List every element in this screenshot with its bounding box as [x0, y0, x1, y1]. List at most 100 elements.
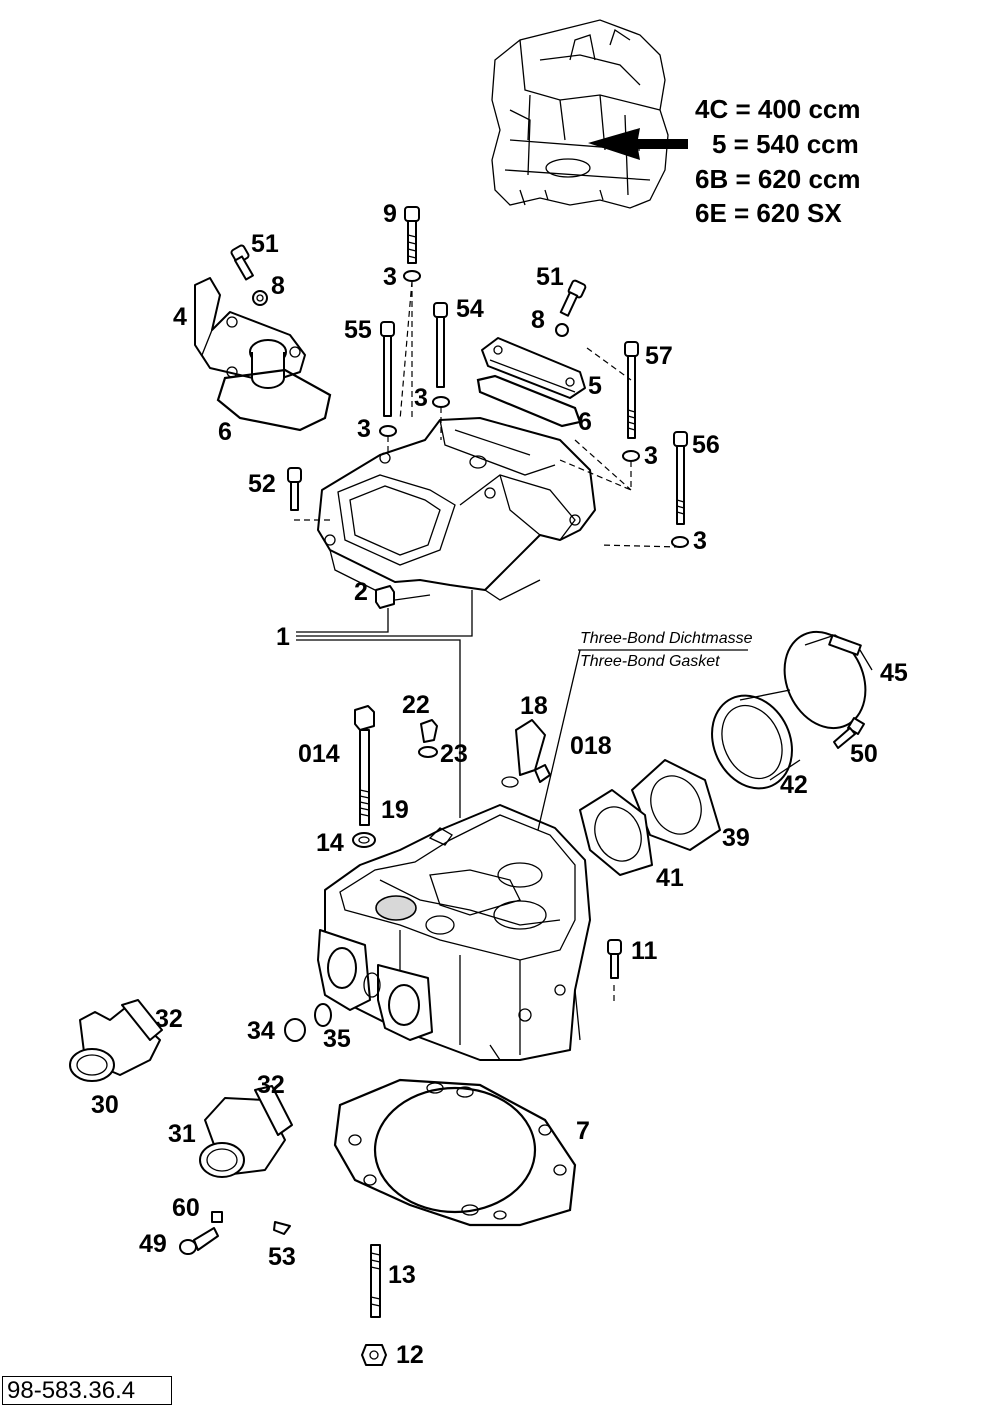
part-label: 19	[381, 796, 409, 824]
gasket-6-left	[216, 368, 332, 432]
washer-14	[352, 832, 376, 848]
washer-3	[403, 270, 421, 282]
part-label: 014	[298, 740, 340, 768]
part-label: 7	[576, 1117, 590, 1145]
washer-8-right	[555, 323, 569, 337]
cover-4	[194, 277, 306, 389]
part-label: 31	[168, 1120, 196, 1148]
flange-39	[631, 759, 721, 851]
part-label: 22	[402, 691, 430, 719]
part-label: 14	[316, 829, 344, 857]
part-label: 13	[388, 1261, 416, 1289]
part-label: 30	[91, 1091, 119, 1119]
washer-23	[418, 746, 438, 758]
bolt-11	[607, 939, 622, 979]
part-label: 51	[536, 263, 564, 291]
exhaust-flange-31	[199, 1085, 293, 1178]
nut-12	[361, 1344, 387, 1366]
part-label: 11	[631, 937, 658, 965]
note-line: Three-Bond Dichtmasse	[580, 630, 753, 647]
stud-13	[370, 1244, 381, 1318]
part-label: 41	[656, 864, 684, 892]
part-label: 1	[276, 623, 290, 651]
bolt-51-left	[230, 244, 254, 281]
legend: 4C = 400 ccm 5 = 540 ccm 6B = 620 ccm 6E…	[695, 94, 861, 228]
bolt-51-right	[559, 279, 587, 317]
washer-8-left	[252, 290, 268, 306]
gasket-6-right	[476, 374, 582, 428]
part-label: 54	[456, 295, 484, 323]
bolt-50	[833, 717, 865, 749]
washer-3	[622, 450, 640, 462]
bolt-56	[673, 431, 688, 525]
bolt-49	[179, 1227, 219, 1255]
clip-53	[273, 1221, 291, 1235]
part-label: 52	[248, 470, 276, 498]
part-label: 32	[155, 1005, 183, 1033]
part-label: 5	[588, 372, 602, 400]
direction-arrow-icon	[588, 128, 688, 160]
clamp-45	[783, 630, 873, 730]
part-label: 8	[271, 272, 285, 300]
part-label: 51	[251, 230, 279, 258]
part-label: 12	[396, 1341, 424, 1369]
head-gasket-7	[333, 1078, 577, 1227]
part-label: 35	[323, 1025, 351, 1053]
part-label: 18	[520, 692, 548, 720]
document-number: 98-583.36.4	[2, 1376, 172, 1405]
part-label: 3	[383, 263, 397, 291]
sleeve-18	[515, 719, 546, 776]
part-label: 2	[354, 578, 368, 606]
part-label: 42	[780, 771, 808, 799]
plug-34	[284, 1018, 306, 1042]
sealant-note: Three-Bond Dichtmasse Three-Bond Gasket	[580, 630, 753, 670]
legend-line: 5 = 540 ccm	[712, 129, 859, 159]
washer-35	[314, 1003, 332, 1027]
part-label: 56	[692, 431, 720, 459]
washer-3	[671, 536, 689, 548]
part-label: 53	[268, 1243, 296, 1271]
bolt-9	[404, 206, 420, 264]
gasket-41	[579, 789, 653, 876]
intake-rubber-42	[711, 689, 801, 790]
part-label: 018	[570, 732, 612, 760]
valve-cover-upper	[317, 417, 596, 601]
bolt-52	[287, 467, 302, 511]
oring-018	[534, 764, 551, 783]
washer-3	[379, 425, 397, 437]
part-label: 8	[531, 306, 545, 334]
part-label: 55	[344, 316, 372, 344]
part-labels: 9 51 8 4 6 3 51 8 54 55 57 5 3 6 3 3 56 …	[91, 200, 908, 1369]
bolt-57	[624, 341, 639, 439]
note-line: Three-Bond Gasket	[580, 653, 720, 670]
legend-line: 4C = 400 ccm	[695, 94, 861, 124]
cover-5	[481, 337, 586, 399]
part-label: 32	[257, 1071, 285, 1099]
part-label: 3	[644, 442, 658, 470]
part-label: 45	[880, 659, 908, 687]
legend-line: 6E = 620 SX	[695, 198, 842, 228]
part-label: 57	[645, 342, 673, 370]
part-label: 6	[218, 418, 232, 446]
fitting-22	[420, 719, 438, 743]
part-label: 6	[578, 408, 592, 436]
legend-line: 6B = 620 ccm	[695, 164, 861, 194]
part-label: 9	[383, 200, 397, 228]
bolt-55	[380, 321, 395, 417]
bolt-54	[433, 302, 448, 388]
part-label: 49	[139, 1230, 167, 1258]
part-label: 4	[173, 303, 187, 331]
part-label: 34	[247, 1017, 275, 1045]
washer-60	[211, 1211, 223, 1223]
engine-thumbnail	[491, 19, 688, 209]
exhaust-flange-30	[69, 999, 163, 1082]
part-label: 39	[722, 824, 750, 852]
part-label: 3	[357, 415, 371, 443]
part-label: 50	[850, 740, 878, 768]
part-label: 60	[172, 1194, 200, 1222]
washer-3	[432, 396, 450, 408]
plug-2	[375, 585, 395, 609]
exhaust-ports	[317, 929, 433, 1041]
part-label: 3	[693, 527, 707, 555]
